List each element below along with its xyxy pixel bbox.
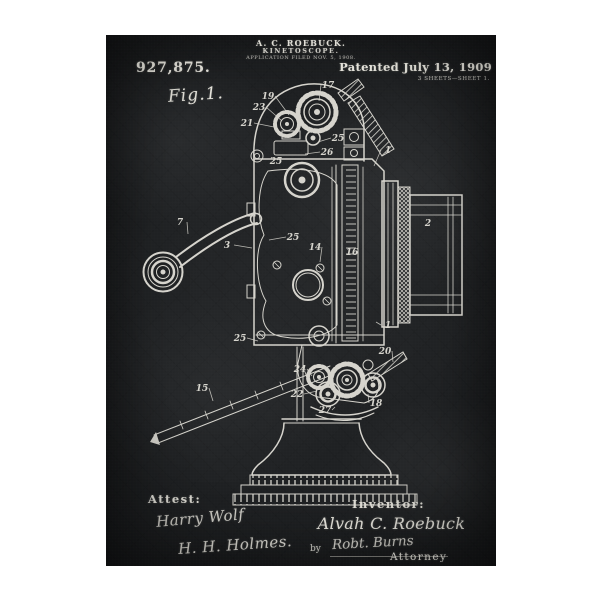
leader-line [246, 337, 259, 342]
crank-handle [142, 212, 263, 293]
part-number-label: 14 [309, 243, 322, 253]
part-number-label: 23 [252, 103, 266, 113]
patent-application-line: APPLICATION FILED NOV. 5, 1908. [246, 55, 356, 61]
leader-line [303, 390, 318, 395]
attest-label: Attest: [148, 492, 202, 506]
leader-line [375, 321, 382, 326]
part-number-label: 7 [177, 218, 184, 228]
tripod-rod [150, 365, 335, 445]
gear-big-icon [328, 361, 366, 399]
leader-line [268, 236, 287, 241]
leader-line [391, 350, 394, 363]
leader-line [367, 393, 370, 404]
part-number-label: 25 [233, 334, 247, 344]
leader-line [208, 387, 214, 402]
patent-date: Patented July 13, 1909 [339, 60, 492, 74]
part-number-label: 3 [224, 241, 230, 251]
screw-icon [256, 260, 332, 340]
part-number-label: 16 [346, 248, 359, 258]
part-number-label: 27 [318, 406, 332, 416]
leader-line [317, 137, 332, 143]
signature-line [330, 556, 448, 557]
part-number-label: 15 [196, 384, 209, 394]
part-number-label: 20 [378, 347, 392, 357]
leader-line [186, 221, 189, 235]
part-number-label: 25 [331, 134, 345, 144]
leader-line [304, 151, 321, 155]
part-number-label: 1 [385, 321, 391, 331]
leader-line [233, 244, 253, 249]
inventor-signature: Alvah C. Roebuck [317, 514, 466, 533]
part-number-label: 25 [286, 233, 300, 243]
pedestal-base [232, 346, 418, 506]
leader-line [318, 84, 322, 102]
drive-gear-cluster [297, 344, 408, 421]
leader-line [274, 95, 290, 116]
leader-line [319, 246, 323, 263]
part-number-label: 1 [385, 146, 391, 156]
leader-line [373, 149, 382, 167]
part-number-label: 26 [320, 148, 334, 158]
camera-body [246, 158, 385, 347]
gear-small-icon [273, 110, 301, 138]
patent-heading-title: KINETOSCOPE. [262, 47, 340, 55]
crank-knob [142, 251, 184, 293]
by-label: by [310, 544, 321, 554]
attorney-label: Attorney [390, 551, 448, 563]
belt-pulley-icon [315, 372, 386, 407]
patent-heading-inventor: A. C. ROEBUCK. [256, 38, 346, 48]
part-number-label: 25 [269, 157, 283, 167]
leader-line [331, 406, 336, 411]
figure-label: Fig.1. [167, 83, 225, 107]
part-number-label: 18 [370, 399, 383, 409]
sheet-info: 3 SHEETS—SHEET 1. [417, 76, 490, 82]
leader-line [306, 368, 313, 377]
top-gear-train [250, 78, 395, 163]
part-number-label: 17 [322, 81, 335, 91]
part-number-label: 21 [240, 119, 254, 129]
part-number-label: 19 [262, 92, 275, 102]
part-number-label: 2 [424, 219, 431, 229]
inventor-label: Inventor: [352, 497, 425, 511]
leader-line [253, 122, 275, 128]
part-number-label: 22 [290, 390, 304, 400]
knurled-focus-ring [397, 186, 411, 324]
film-gate [331, 164, 364, 344]
leader-line [265, 106, 283, 122]
lens-barrel [409, 194, 463, 316]
gear-large-icon [295, 90, 339, 134]
lens-assembly [381, 180, 463, 328]
part-number-label: 24 [293, 365, 307, 375]
patent-number: 927,875. [136, 60, 211, 76]
